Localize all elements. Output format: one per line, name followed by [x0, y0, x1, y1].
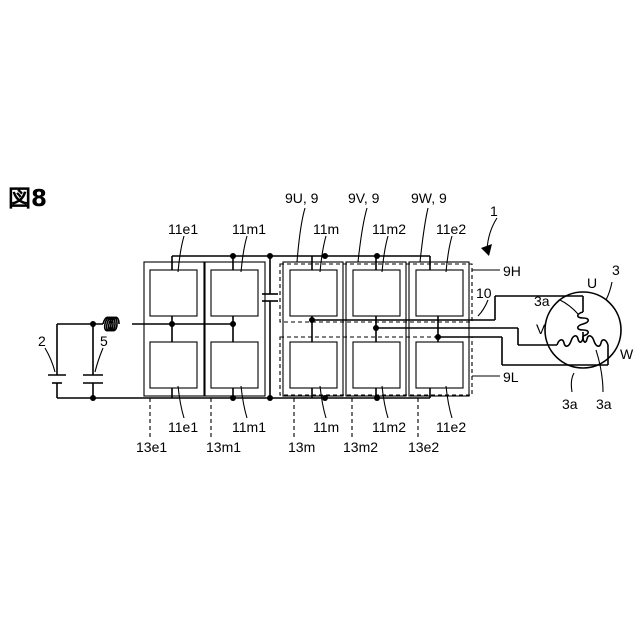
- label-bot-11m: 11m: [313, 419, 339, 435]
- label-W: W: [620, 346, 634, 362]
- output-wiring: [312, 296, 608, 365]
- figure-title: 図8: [8, 186, 47, 212]
- upper-arm-group-9H: [280, 264, 472, 322]
- label-bot-11e2: 11e2: [436, 419, 466, 435]
- label-13e1: 13e1: [136, 439, 167, 455]
- label-9U: 9U, 9: [285, 190, 319, 206]
- label-V: V: [536, 321, 546, 337]
- module-m2: [346, 256, 406, 398]
- label-top-11m: 11m: [313, 221, 339, 237]
- lower-arm-group-9L: [280, 337, 472, 395]
- label-bot-11m2: 11m2: [372, 419, 406, 435]
- label-top-11m1: 11m1: [232, 221, 266, 237]
- label-13e2: 13e2: [408, 439, 439, 455]
- label-9V: 9V, 9: [348, 190, 380, 206]
- label-10: 10: [476, 285, 492, 301]
- coil-w: [583, 336, 608, 346]
- inductor-symbol: [103, 317, 119, 331]
- label-top-11e1: 11e1: [168, 221, 198, 237]
- label-13m: 13m: [288, 439, 315, 455]
- label-13m2: 13m2: [343, 439, 378, 455]
- label-3: 3: [612, 262, 620, 278]
- module-e1: [144, 256, 204, 398]
- label-2: 2: [38, 333, 46, 349]
- module-m1: [172, 256, 265, 398]
- module-m: [283, 256, 343, 398]
- label-U: U: [587, 275, 597, 291]
- coil-v: [557, 336, 583, 346]
- label-9L: 9L: [503, 369, 519, 385]
- label-5: 5: [100, 333, 108, 349]
- label-top-11m2: 11m2: [372, 221, 406, 237]
- label-3a-top: 3a: [534, 293, 550, 309]
- label-9W: 9W, 9: [411, 190, 447, 206]
- label-bot-11m1: 11m1: [232, 419, 266, 435]
- label-bot-11e1: 11e1: [168, 419, 198, 435]
- label-3a-right: 3a: [596, 396, 612, 412]
- label-13m1: 13m1: [206, 439, 241, 455]
- label-top-11e2: 11e2: [436, 221, 466, 237]
- module-e2: [409, 256, 469, 398]
- label-1: 1: [490, 203, 498, 219]
- label-9H: 9H: [503, 263, 521, 279]
- label-3a-left: 3a: [562, 396, 578, 412]
